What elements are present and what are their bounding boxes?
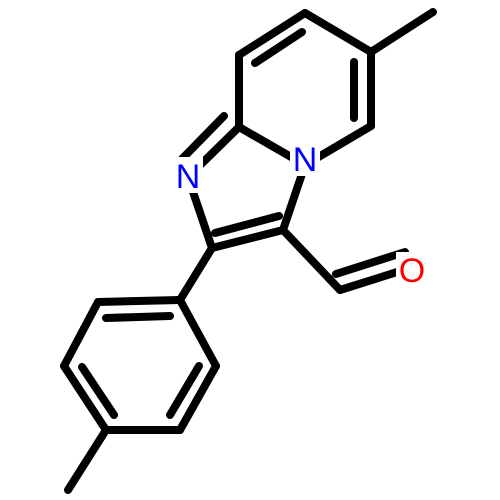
bond-c8a-n1-inner — [175, 112, 228, 166]
atom-o-aldehyde-label: O — [399, 252, 425, 290]
atom-n-bridge: N — [290, 140, 320, 179]
bond-c8-c7 — [235, 9, 309, 59]
bond-aryl-6 — [176, 296, 220, 370]
bond-c2-c3-inner — [211, 212, 283, 237]
bond-aryl-3 — [60, 362, 110, 434]
bonds — [60, 8, 437, 494]
bond-aryl-5 — [176, 362, 220, 434]
atom-o-aldehyde: O — [396, 252, 428, 290]
bond-aryl-1 — [94, 296, 184, 306]
bond-cho-o-inner — [332, 248, 409, 278]
bond-c2-aryl — [176, 244, 216, 304]
bond-aryl-2 — [60, 298, 102, 370]
bond-c2-c3 — [208, 226, 287, 252]
bond-c8-c7-inner — [251, 28, 306, 67]
atom-n-bridge-label: N — [293, 141, 318, 179]
atom-labels: N N O — [173, 140, 428, 290]
bond-c3-cho — [279, 226, 344, 294]
atom-n-imine: N — [173, 157, 203, 196]
bond-aryl-1-inner — [102, 312, 174, 322]
atom-n-imine-label: N — [176, 158, 201, 196]
bond-c6-methyl — [367, 8, 437, 56]
bond-c7-c6 — [301, 9, 375, 56]
bond-aryl-methyl — [64, 426, 110, 494]
bond-aryl-5-inner — [166, 362, 203, 419]
bond-aryl-3-inner — [78, 363, 118, 419]
